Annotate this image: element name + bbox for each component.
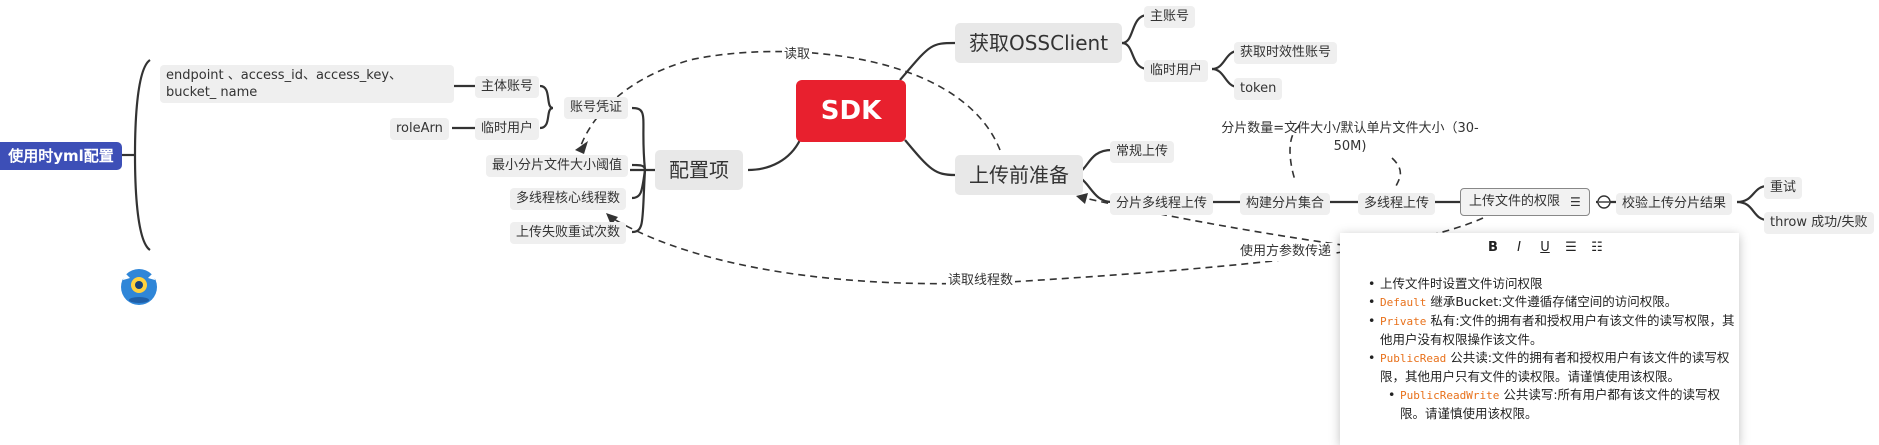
note-toolbar: B I U ☰ ☷ xyxy=(1486,239,1604,257)
main-account-detail[interactable]: endpoint 、access_id、access_key、bucket_ n… xyxy=(160,65,454,103)
note-popup[interactable]: B I U ☰ ☷ 上传文件时设置文件访问权限 Default 继承Bucket… xyxy=(1340,233,1739,445)
get-ossclient-node[interactable]: 获取OSSClient xyxy=(955,23,1123,63)
temp-user-node[interactable]: 临时用户 xyxy=(1144,60,1209,82)
note-item[interactable]: Private 私有:文件的拥有者和授权用户有该文件的读写权限，其他用户没有权限… xyxy=(1368,312,1738,349)
bold-button[interactable]: B xyxy=(1488,240,1498,255)
core-threads-node[interactable]: 多线程核心线程数 xyxy=(510,188,627,210)
upload-permission-node[interactable]: 上传文件的权限 ☰ xyxy=(1460,188,1590,216)
main-account-node[interactable]: 主账号 xyxy=(1144,6,1196,28)
multithread-upload-node[interactable]: 多线程上传 xyxy=(1358,193,1436,215)
yml-config-root[interactable]: 使用时yml配置 xyxy=(0,142,122,170)
shard-count-note: 分片数量=文件大小/默认单片文件大小（30-50M) xyxy=(1221,121,1479,154)
note-list: 上传文件时设置文件访问权限 Default 继承Bucket:文件遵循存储空间的… xyxy=(1354,275,1738,423)
underline-button[interactable]: U xyxy=(1540,240,1550,255)
min-shard-size-node[interactable]: 最小分片文件大小阈值 xyxy=(486,155,629,177)
verify-shards-node[interactable]: 校验上传分片结果 xyxy=(1616,193,1733,215)
normal-upload-node[interactable]: 常规上传 xyxy=(1110,141,1175,163)
note-item[interactable]: Default 继承Bucket:文件遵循存储空间的访问权限。 xyxy=(1368,293,1738,312)
token-node[interactable]: token xyxy=(1234,78,1283,100)
note-item[interactable]: 上传文件时设置文件访问权限 xyxy=(1368,275,1738,293)
role-arn-node[interactable]: roleArn xyxy=(390,118,449,140)
build-shards-node[interactable]: 构建分片集合 xyxy=(1240,193,1331,215)
config-node[interactable]: 配置项 xyxy=(655,150,743,190)
sdk-center-node[interactable]: SDK xyxy=(796,80,906,142)
note-icon[interactable]: ☰ xyxy=(1570,195,1581,209)
upload-permission-label: 上传文件的权限 xyxy=(1469,194,1561,209)
shard-multithread-node[interactable]: 分片多线程上传 xyxy=(1110,193,1214,215)
credential-temp-user[interactable]: 临时用户 xyxy=(475,118,540,140)
retry-node[interactable]: 重试 xyxy=(1764,177,1803,199)
user-param-label: 使用方参数传递 xyxy=(1238,243,1334,261)
retry-count-node[interactable]: 上传失败重试次数 xyxy=(510,222,627,244)
throw-result-node[interactable]: throw 成功/失败 xyxy=(1764,212,1874,234)
note-item[interactable]: PublicRead 公共读:文件的拥有者和授权用户有该文件的读写权限，其他用户… xyxy=(1368,349,1738,386)
mascot-icon xyxy=(121,269,157,305)
read-threads-label: 读取线程数 xyxy=(946,272,1016,290)
bulleted-list-icon[interactable]: ☰ xyxy=(1565,240,1577,255)
note-subitem[interactable]: PublicReadWrite 公共读写:所有用户都有该文件的读写权限。请谨慎使… xyxy=(1388,386,1738,423)
upload-prepare-node[interactable]: 上传前准备 xyxy=(955,155,1083,195)
credential-main-account[interactable]: 主体账号 xyxy=(475,76,540,98)
account-credential-node[interactable]: 账号凭证 xyxy=(564,97,629,119)
italic-button[interactable]: I xyxy=(1517,240,1521,255)
time-limited-account-node[interactable]: 获取时效性账号 xyxy=(1234,42,1338,64)
numbered-list-icon[interactable]: ☷ xyxy=(1591,240,1603,255)
read-relation-label: 读取 xyxy=(782,46,813,64)
